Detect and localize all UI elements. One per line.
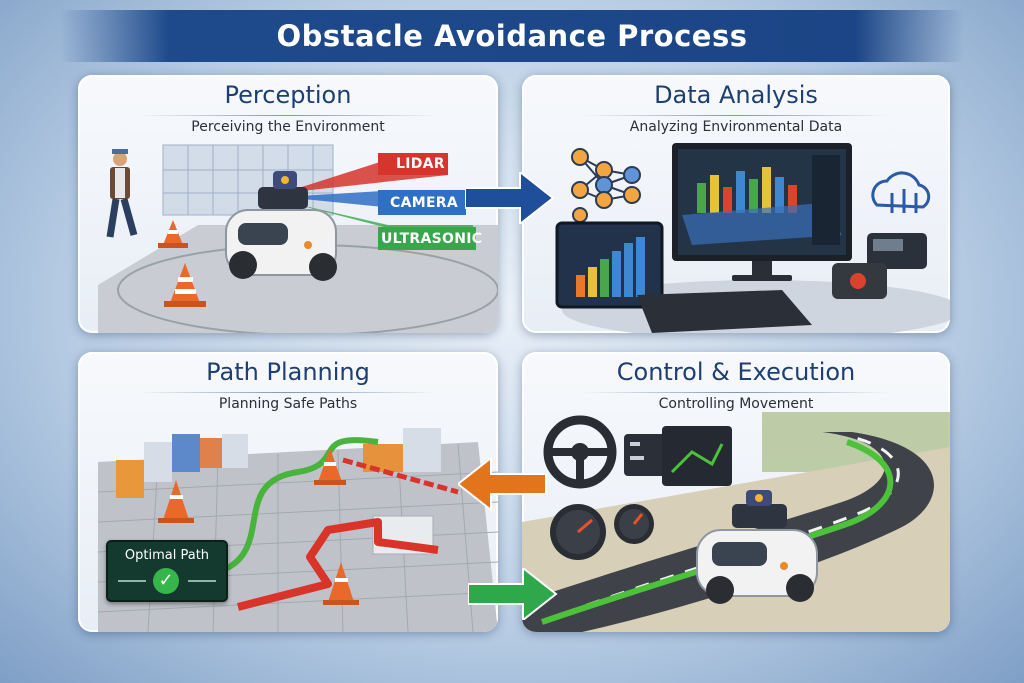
steering-wheel-icon — [543, 415, 617, 489]
sensor-label-camera: CAMERA — [390, 195, 459, 211]
arrow-perception-to-analysis — [465, 172, 555, 224]
badge-rule — [188, 580, 216, 582]
title-banner: Obstacle Avoidance Process — [60, 10, 964, 62]
panel-title-perception: Perception — [224, 81, 352, 109]
panel-path-planning: Path Planning Planning Safe Paths Optima… — [78, 352, 498, 632]
panel-subtitle-path-planning: Planning Safe Paths — [218, 396, 358, 412]
panel-title-path-planning: Path Planning — [206, 358, 370, 386]
check-icon: ✓ — [153, 568, 179, 594]
panel-title-data-analysis: Data Analysis — [654, 81, 818, 109]
neural-network-icon — [571, 148, 641, 223]
panel-subtitle-data-analysis: Analyzing Environmental Data — [629, 119, 843, 135]
data-analysis-illustration — [555, 143, 950, 333]
badge-rule — [118, 580, 146, 582]
control-execution-illustration — [522, 412, 950, 632]
panel-control-execution: Control & Execution Controlling Movement — [522, 352, 950, 632]
panel-data-analysis: Data Analysis Analyzing Environmental Da… — [522, 75, 950, 333]
arrow-planning-to-control — [468, 568, 558, 620]
panel-subtitle-perception: Perceiving the Environment — [191, 119, 385, 135]
panel-subtitle-control-execution: Controlling Movement — [658, 396, 814, 412]
sensor-label-ultrasonic: ULTRASONIC — [381, 231, 483, 247]
cloud-sync-icon — [871, 171, 931, 213]
panel-divider — [582, 392, 890, 393]
panel-divider — [138, 115, 438, 116]
speedometer-icon — [550, 504, 654, 560]
arrow-control-to-planning — [458, 458, 547, 510]
perception-illustration — [98, 144, 498, 333]
page-title: Obstacle Avoidance Process — [276, 19, 748, 53]
panel-divider — [138, 392, 438, 393]
panel-perception: Perception Perceiving the Environment LI… — [78, 75, 498, 333]
optimal-path-badge: Optimal Path ✓ — [106, 540, 228, 602]
optimal-path-label: Optimal Path — [124, 548, 210, 563]
sensor-label-lidar: LIDAR — [396, 156, 445, 172]
panel-title-control-execution: Control & Execution — [616, 358, 856, 386]
panel-divider — [582, 115, 890, 116]
